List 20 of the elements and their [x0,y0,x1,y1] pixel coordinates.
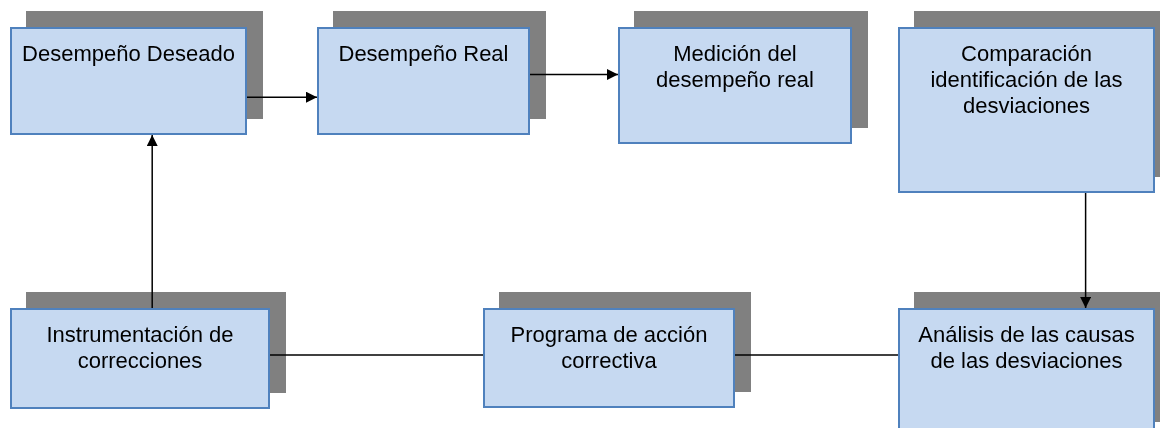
process-box [618,27,852,144]
process-box [10,308,270,409]
box-label: Programa de acción correctiva [509,322,709,374]
box-label: Instrumentación de correcciones [45,322,235,374]
box-label: Comparación identificación de las desviaciones [929,41,1124,119]
process-box [10,27,247,135]
box-label: Desempeño Deseado [22,41,235,67]
arrow [1080,192,1092,309]
connector-line [269,354,484,356]
process-box [317,27,530,135]
process-box [483,308,735,408]
box-label: Desempeño Real [338,41,509,67]
arrow [246,91,318,103]
box-label: Análisis de las causas de las desviaciones [917,322,1136,374]
box-label: Medición del desempeño real [655,41,815,93]
arrow [146,134,158,309]
arrow [529,69,619,80]
process-box [898,27,1155,193]
connector-line [734,354,899,356]
process-box [898,308,1155,428]
